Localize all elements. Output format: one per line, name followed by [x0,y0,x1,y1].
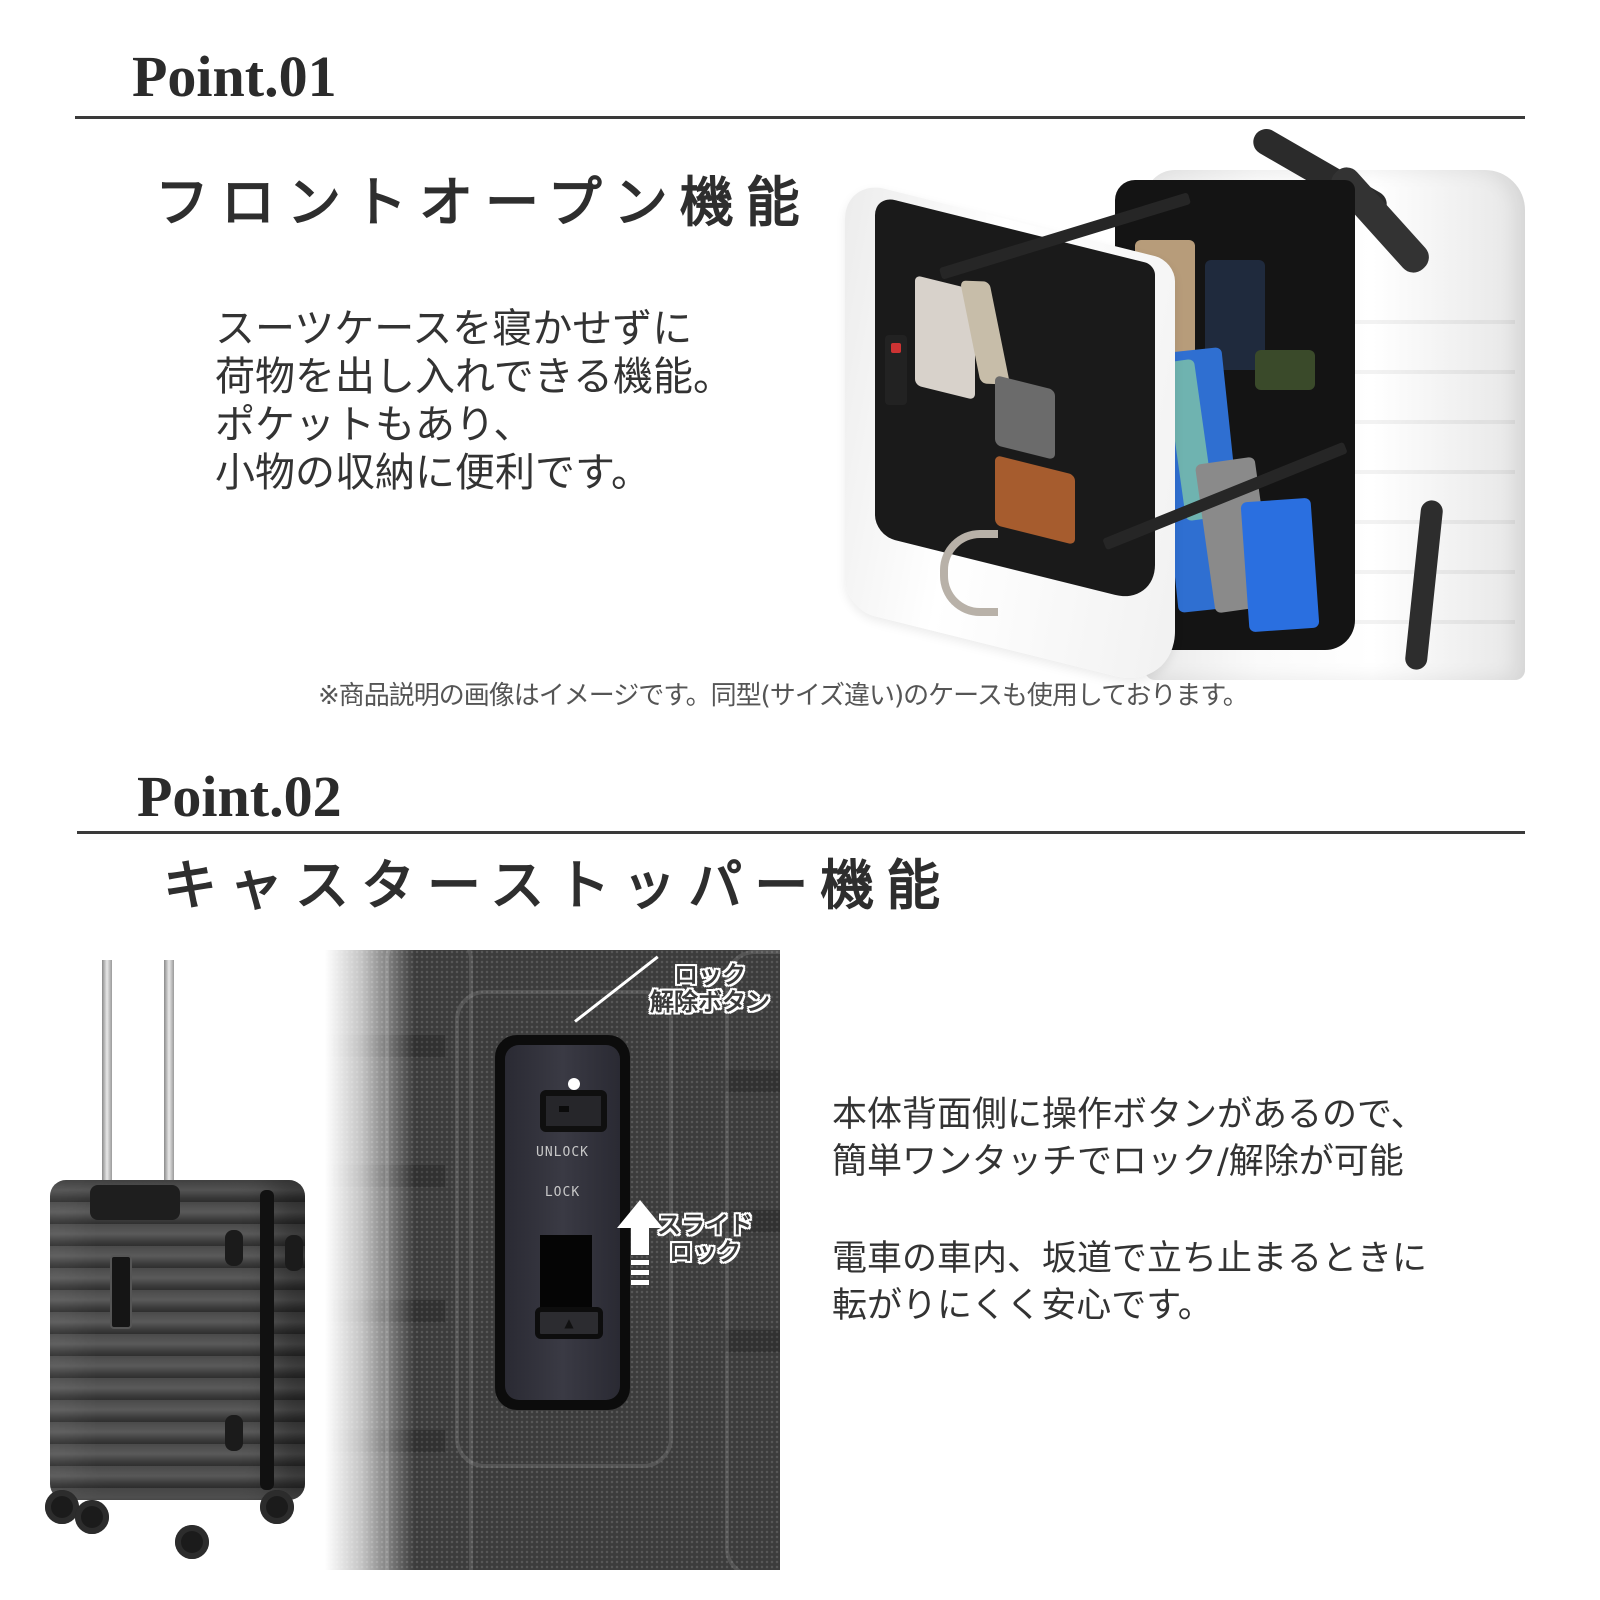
expansion-zipper [260,1190,274,1490]
lid-foot-icon [940,530,998,616]
caster-wheel-icon [260,1490,294,1524]
caster-wheel-icon [75,1500,109,1534]
image-disclaimer-note: ※商品説明の画像はイメージです。同型(サイズ違い)のケースも使用しております。 [318,681,1249,711]
dark-suitcase-back-view-photo [40,935,310,1570]
combination-lock-icon [885,335,907,405]
front-open-feature-title: フロントオープン機能 [155,170,812,234]
point-01-heading: Point.01 [132,44,337,109]
paragraph-line: 電車の車内、坂道で立ち止まるときに [832,1239,1428,1279]
description-line: 荷物を出し入れできる機能。 [215,354,733,400]
callout-line-1: スライド [657,1211,753,1239]
trolley-pole-icon [164,960,174,1190]
image-fade-overlay [325,950,415,1570]
lock-label: LOCK [544,1185,581,1200]
description-line: 小物の収納に便利です。 [215,450,651,496]
release-button-callout: ロック 解除ボタン [650,962,770,1016]
paragraph-line: 簡単ワンタッチでロック/解除が可能 [832,1142,1404,1182]
front-open-description: スーツケースを寝かせずに 荷物を出し入れできる機能。 ポケットもあり、 小物の収… [215,305,733,497]
section-divider-1 [75,116,1525,119]
caster-wheel-icon [175,1525,209,1559]
white-suitcase-front-open-photo [845,124,1600,692]
caster-stopper-feature-title: キャスターストッパー機能 [163,853,953,917]
slide-lock-callout: スライド ロック [657,1212,753,1266]
bumper-icon [225,1415,243,1451]
caster-stopper-paragraph-1: 本体背面側に操作ボタンがあるので、 簡単ワンタッチでロック/解除が可能 [832,1092,1426,1186]
callout-line-2: ロック [669,1238,741,1266]
callout-dot-icon [568,1078,580,1090]
slide-up-arrow-icon [617,1200,663,1285]
caster-wheel-icon [45,1490,79,1524]
stopper-lock-panel: UNLOCK LOCK ▲ [495,1035,630,1410]
description-line: ポケットもあり、 [215,402,534,448]
bumper-icon [225,1230,243,1266]
unlock-label: UNLOCK [536,1145,589,1160]
paragraph-line: 転がりにくく安心です。 [832,1286,1213,1326]
slide-lock-switch: ▲ [535,1307,603,1339]
caster-stopper-paragraph-2: 電車の車内、坂道で立ち止まるときに 転がりにくく安心です。 [832,1236,1427,1330]
paragraph-line: 本体背面側に操作ボタンがあるので、 [832,1095,1426,1135]
stopper-switch-icon [110,1255,132,1329]
bumper-icon [285,1235,303,1271]
trolley-pole-icon [102,960,112,1190]
trolley-housing [90,1185,180,1220]
slider-track [540,1235,592,1315]
caster-stopper-closeup-photo: UNLOCK LOCK ▲ ロック 解除ボタン スライド ロック [325,950,780,1570]
description-line: スーツケースを寝かせずに [215,306,693,352]
callout-line-1: ロック [674,961,746,989]
point-02-heading: Point.02 [137,764,342,829]
section-divider-2 [77,831,1525,834]
unlock-release-button [540,1090,607,1132]
callout-line-2: 解除ボタン [650,988,770,1016]
